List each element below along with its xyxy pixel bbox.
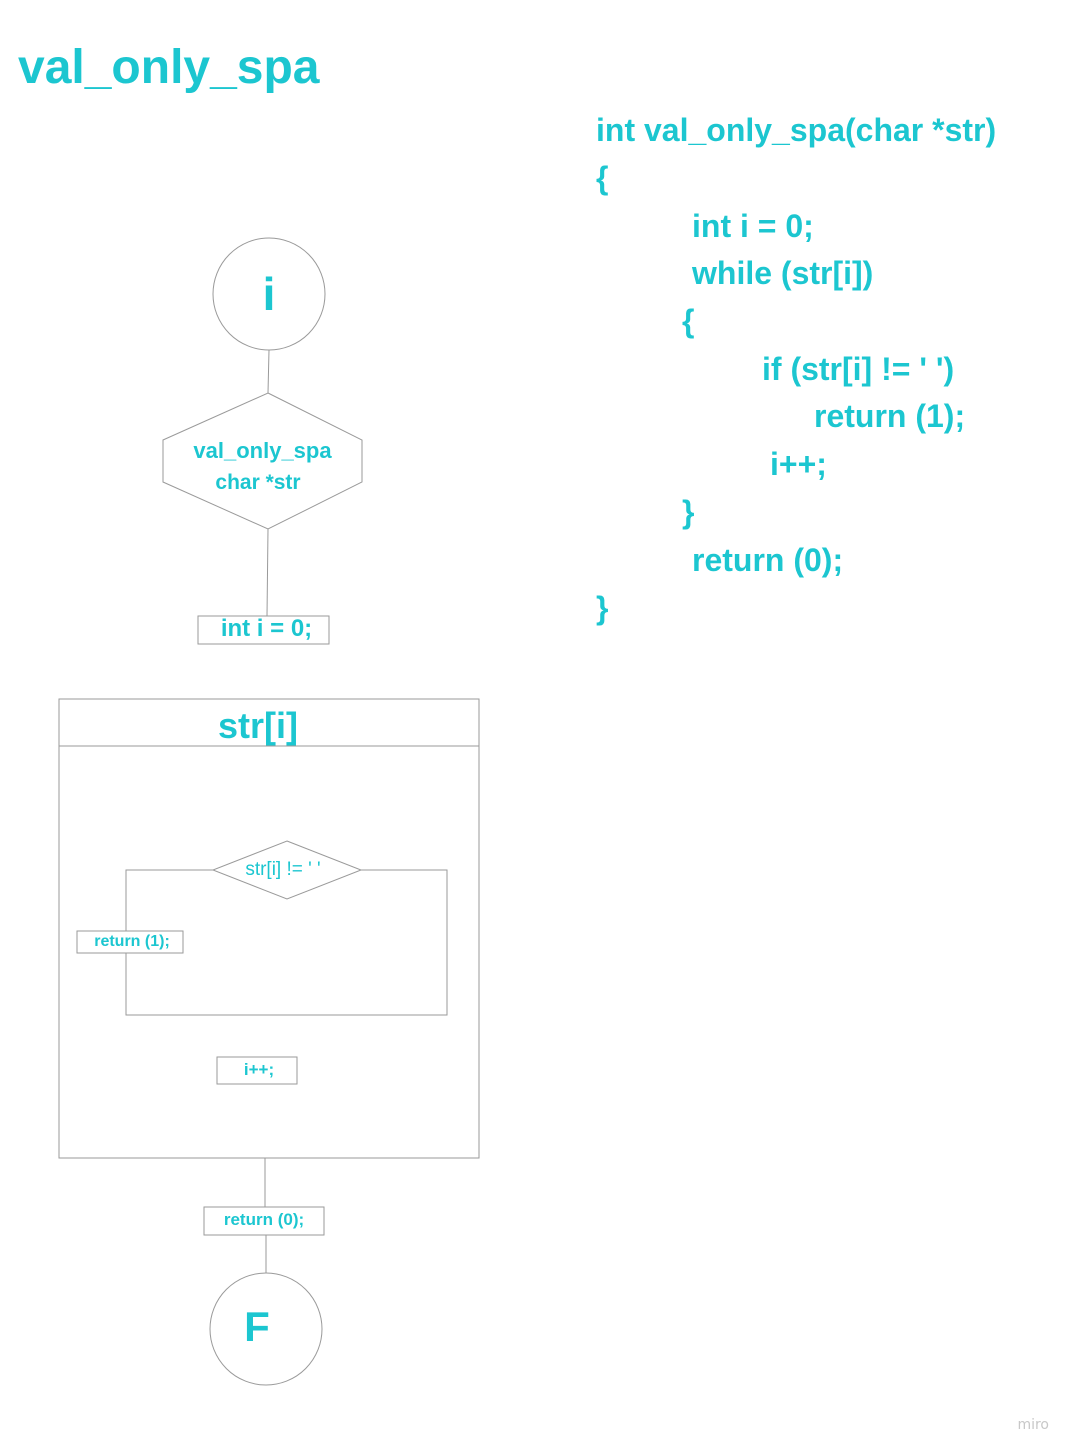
if-condition-label: str[i] != ' ': [245, 859, 321, 880]
code-line: {: [596, 160, 609, 196]
code-line: while (str[i]): [692, 255, 874, 291]
loop-node: [58, 698, 480, 1159]
end-node: [209, 1272, 323, 1386]
code-line: return (1);: [814, 398, 966, 434]
code-line: return (0);: [692, 542, 844, 578]
increment-node: [216, 1056, 298, 1085]
code-line: int val_only_spa(char *str): [596, 112, 997, 148]
return-false-node: [203, 1206, 325, 1236]
code-line: int i = 0;: [692, 208, 814, 244]
loop-condition-label: str[i]: [218, 705, 298, 746]
code-line: if (str[i] != ' '): [762, 351, 955, 387]
code-line: }: [682, 494, 695, 530]
connector-line: [266, 528, 269, 617]
return-true-label: return (1);: [94, 933, 170, 950]
init-label: int i = 0;: [220, 615, 313, 642]
connector-line: [267, 349, 270, 394]
end-label: F: [244, 1303, 270, 1350]
start-label: i: [262, 268, 276, 320]
function-name-label: val_only_spa: [193, 438, 332, 463]
increment-label: i++;: [243, 1060, 275, 1079]
if-false-branch: [125, 869, 448, 1016]
code-line: }: [596, 590, 609, 626]
init-node: [197, 615, 330, 645]
return-false-label: return (0);: [223, 1210, 305, 1229]
return-true-node: [76, 930, 184, 954]
miro-watermark: miro: [1017, 1417, 1049, 1433]
code-line: {: [682, 303, 695, 339]
code-line: i++;: [770, 446, 827, 482]
if-node: [211, 840, 363, 900]
page-title: val_only_spa: [18, 41, 320, 94]
function-param-label: char *str: [215, 471, 301, 494]
if-true-branch: [125, 869, 213, 931]
